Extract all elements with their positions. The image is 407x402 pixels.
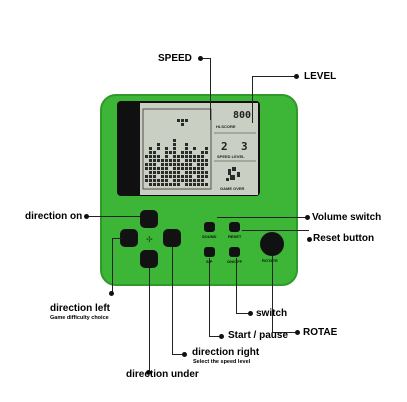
volume-leader bbox=[217, 217, 307, 218]
start-leader-h bbox=[209, 336, 221, 337]
direction-left-leader-h bbox=[112, 238, 122, 239]
dpad-down-button[interactable] bbox=[140, 250, 158, 268]
speed-callout: SPEED bbox=[158, 53, 192, 64]
switch-callout: switch bbox=[256, 308, 288, 319]
switch-dot bbox=[248, 311, 253, 316]
rotate-label: ROTATE bbox=[262, 258, 278, 263]
reset-dot bbox=[307, 237, 312, 242]
on-off-label: ON/OFF bbox=[227, 259, 243, 264]
lcd-screen: 800 HI-SCORE 2 3 SPEED LEVEL GAME OVER bbox=[140, 103, 258, 195]
direction-left-leader-v bbox=[112, 238, 113, 292]
lcd-graphics bbox=[142, 108, 256, 190]
direction-right-subcallout: Select the speed level bbox=[193, 359, 251, 365]
dpad-right-button[interactable] bbox=[163, 229, 181, 247]
direction-on-leader bbox=[86, 216, 140, 217]
sound-button[interactable] bbox=[204, 222, 215, 232]
dpad-up-button[interactable] bbox=[140, 210, 158, 228]
speed-leader-v bbox=[210, 58, 211, 120]
switch-leader-v bbox=[236, 258, 237, 313]
speed-leader-h bbox=[200, 58, 210, 59]
on-off-button[interactable] bbox=[229, 247, 240, 257]
speed-level-label: SPEED LEVEL bbox=[217, 154, 245, 159]
direction-right-leader-v bbox=[172, 246, 173, 354]
direction-under-callout: direction under bbox=[126, 369, 199, 380]
speed-dot bbox=[198, 56, 203, 61]
dpad-center-icon: ✢ bbox=[146, 235, 153, 244]
direction-left-callout: direction left bbox=[50, 303, 111, 314]
direction-on-callout: direction on bbox=[25, 211, 83, 222]
direction-left-subcallout: Game difficulty choice bbox=[50, 315, 109, 321]
start-dot bbox=[219, 334, 224, 339]
direction-right-callout: direction right bbox=[192, 347, 260, 358]
reset-leader bbox=[242, 230, 309, 231]
speed-value: 2 bbox=[221, 140, 228, 153]
dpad-left-button[interactable] bbox=[120, 229, 138, 247]
level-leader-v bbox=[252, 76, 253, 123]
start-leader-v bbox=[209, 258, 210, 336]
reset-button-callout: Reset button bbox=[313, 233, 375, 244]
start-pause-button[interactable] bbox=[204, 247, 215, 257]
reset-label: RESET bbox=[228, 234, 242, 239]
direction-on-dot bbox=[84, 214, 89, 219]
rotae-leader-h bbox=[272, 332, 297, 333]
reset-button[interactable] bbox=[229, 222, 240, 232]
rotae-callout: ROTAE bbox=[303, 327, 338, 338]
sound-label: SOUND bbox=[202, 234, 217, 239]
direction-left-dot bbox=[109, 291, 114, 296]
score-readout: 800 bbox=[233, 110, 252, 121]
level-value: 3 bbox=[241, 140, 248, 153]
direction-under-dot bbox=[146, 370, 151, 375]
volume-switch-callout: Volume switch bbox=[312, 212, 382, 223]
direction-under-leader bbox=[149, 268, 150, 372]
level-leader-h bbox=[252, 76, 296, 77]
game-over-label: GAME OVER bbox=[220, 186, 245, 191]
volume-dot bbox=[305, 215, 310, 220]
rotae-leader-v bbox=[272, 256, 273, 332]
rotae-dot bbox=[295, 330, 300, 335]
direction-right-leader-h bbox=[172, 354, 184, 355]
level-dot bbox=[294, 74, 299, 79]
switch-leader-h bbox=[236, 313, 250, 314]
direction-right-dot bbox=[182, 352, 187, 357]
rotate-button[interactable] bbox=[260, 232, 284, 256]
hi-score-label: HI-SCORE bbox=[216, 124, 236, 129]
level-callout: LEVEL bbox=[304, 71, 337, 82]
start-pause-callout: Start / pause bbox=[228, 330, 289, 341]
